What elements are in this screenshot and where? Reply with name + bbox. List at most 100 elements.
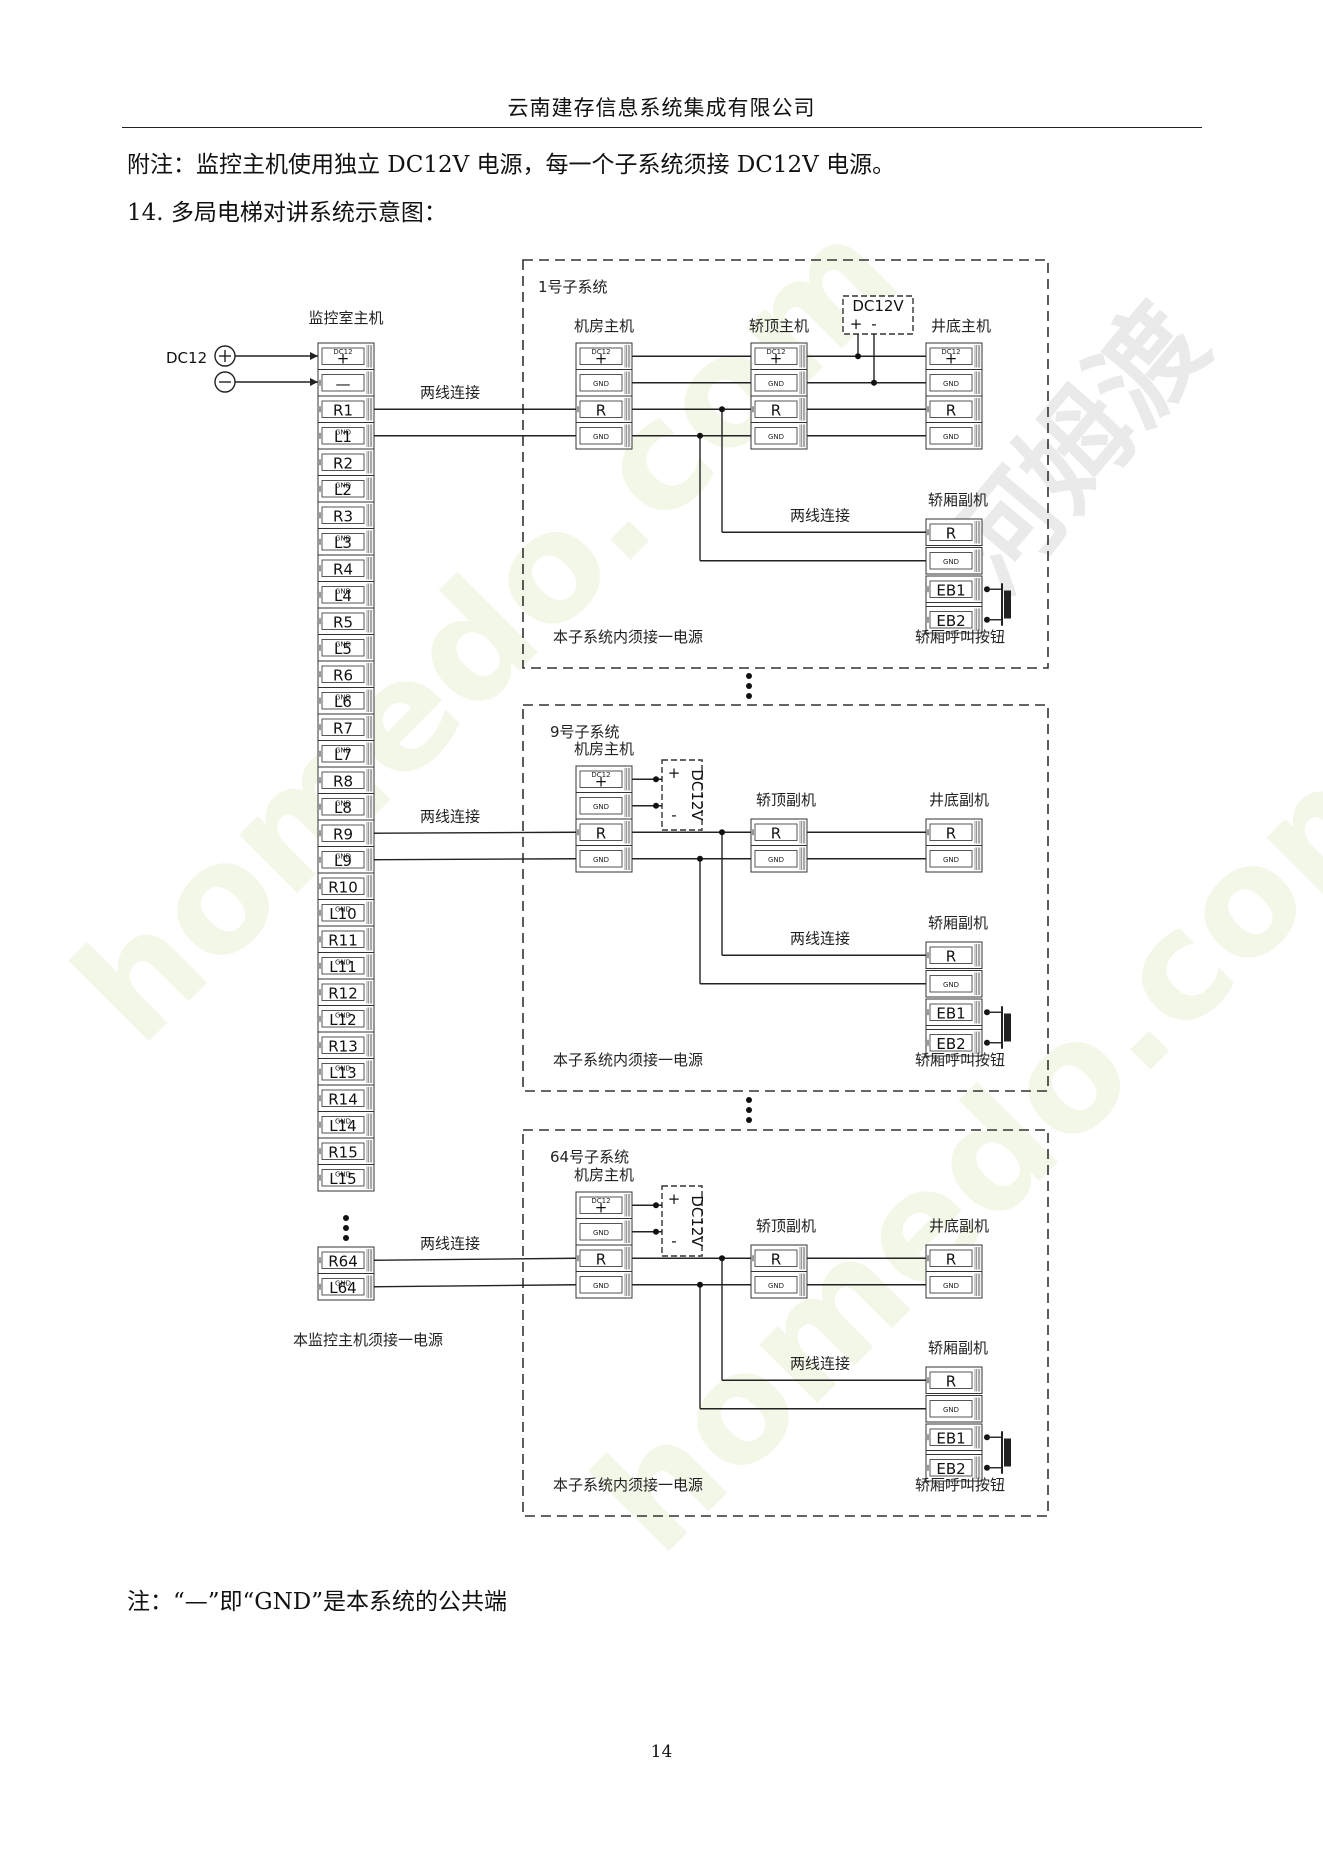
terminal-window <box>321 639 365 657</box>
ct-terminal-r: R <box>750 395 808 423</box>
terminal-label: R <box>596 824 606 842</box>
terminal-small-label: GND <box>335 1065 351 1073</box>
car-unit-title: 轿厢副机 <box>928 914 988 932</box>
main-terminal-r: R5 <box>317 607 375 635</box>
junction-dot <box>653 802 659 809</box>
terminal-label: R <box>596 1250 606 1268</box>
call-button-icon <box>1004 1438 1011 1467</box>
terminal-label: R9 <box>333 825 353 843</box>
call-button-label: 轿厢呼叫按钮 <box>915 1476 1005 1494</box>
terminal-small-label: DC12 <box>333 348 352 356</box>
terminal-small-label: GND <box>593 1282 609 1290</box>
page-number: 14 <box>650 1742 673 1762</box>
terminal-window <box>321 771 365 789</box>
terminal-window <box>929 552 973 570</box>
terminal-label: EB1 <box>936 581 965 599</box>
terminal-window <box>321 1169 365 1187</box>
mr-terminal-r: R <box>575 818 633 846</box>
terminal-label: R11 <box>328 931 358 949</box>
terminal-label: R <box>946 401 956 419</box>
terminal-label: L8 <box>334 799 352 817</box>
main-terminal-r: R4 <box>317 554 375 582</box>
terminal-window <box>929 1249 973 1267</box>
terminal-window <box>321 374 365 392</box>
terminal-label: R4 <box>333 560 353 578</box>
car-terminal-eb1: EB1 <box>925 998 983 1026</box>
dc12v-plus: + <box>850 315 863 333</box>
terminal-window <box>579 1276 623 1294</box>
terminal-small-label: GND <box>335 429 351 437</box>
terminal-label: R10 <box>328 878 358 896</box>
terminal-small-label: GND <box>768 433 784 441</box>
terminal-small-label: GND <box>335 959 351 967</box>
ct-terminal-gnd: GND <box>750 1271 808 1299</box>
main-terminal-r: R7 <box>317 713 375 741</box>
junction-dot <box>343 1215 349 1221</box>
terminal-small-label: GND <box>335 694 351 702</box>
terminal-window <box>321 1063 365 1081</box>
terminal-window <box>321 533 365 551</box>
terminal-small-label: GND <box>335 641 351 649</box>
terminal-label: R <box>771 824 781 842</box>
terminal-label: L9 <box>334 852 352 870</box>
pit-title: 井底主机 <box>931 317 991 335</box>
terminal-small-label: GND <box>335 482 351 490</box>
terminal-small-label: GND <box>943 380 959 388</box>
terminal-label: R5 <box>333 613 353 631</box>
terminal-window <box>579 1249 623 1267</box>
pit-terminal-gnd: GND <box>925 369 983 397</box>
terminal-small-label: DC12 <box>591 348 610 356</box>
terminal-label: L7 <box>334 746 352 764</box>
junction-dot <box>746 673 752 679</box>
terminal-window <box>321 347 365 365</box>
terminal-label: R2 <box>333 454 353 472</box>
terminal-window <box>579 400 623 418</box>
terminal-small-label: GND <box>335 747 351 755</box>
ct-terminal-gnd2: GND <box>750 422 808 450</box>
terminal-window <box>321 506 365 524</box>
main-terminal-r: R8 <box>317 766 375 794</box>
terminal-small-label: GND <box>335 853 351 861</box>
terminal-window <box>579 347 623 365</box>
terminal-label: R <box>596 401 606 419</box>
terminal-window <box>321 1036 365 1054</box>
subsystem-border <box>522 1129 1049 1517</box>
terminal-label: R <box>771 1250 781 1268</box>
main-unit-title: 监控室主机 <box>308 309 383 327</box>
junction-dot <box>746 1117 752 1123</box>
car-terminal-r: R <box>925 1366 983 1394</box>
terminal-label: R6 <box>333 666 353 684</box>
dc12-input-label: DC12 <box>166 349 207 367</box>
terminal-small-label: GND <box>768 856 784 864</box>
two-wire-l <box>373 1284 577 1288</box>
terminal-window <box>321 745 365 763</box>
terminal-label: R15 <box>328 1143 358 1161</box>
main-terminal-r: R2 <box>317 448 375 476</box>
car-terminal-eb1: EB1 <box>925 575 983 603</box>
terminal-label: L5 <box>334 640 352 658</box>
terminal-small-label: GND <box>335 535 351 543</box>
terminal-label: L4 <box>334 587 352 605</box>
terminal-window <box>321 400 365 418</box>
terminal-plus-sign: + <box>595 773 608 791</box>
car-terminal-eb1: EB1 <box>925 1423 983 1451</box>
terminal-small-label: GND <box>593 433 609 441</box>
terminal-window <box>321 427 365 445</box>
terminal-window <box>754 374 798 392</box>
machine-room-title: 机房主机 <box>574 317 634 335</box>
terminal-window <box>321 718 365 736</box>
footer-note: 注：“—”即“GND”是本系统的公共端 <box>127 1589 507 1615</box>
junction-dot <box>855 353 861 360</box>
junction-dot <box>746 1097 752 1103</box>
terminal-plus-sign: + <box>595 350 608 368</box>
